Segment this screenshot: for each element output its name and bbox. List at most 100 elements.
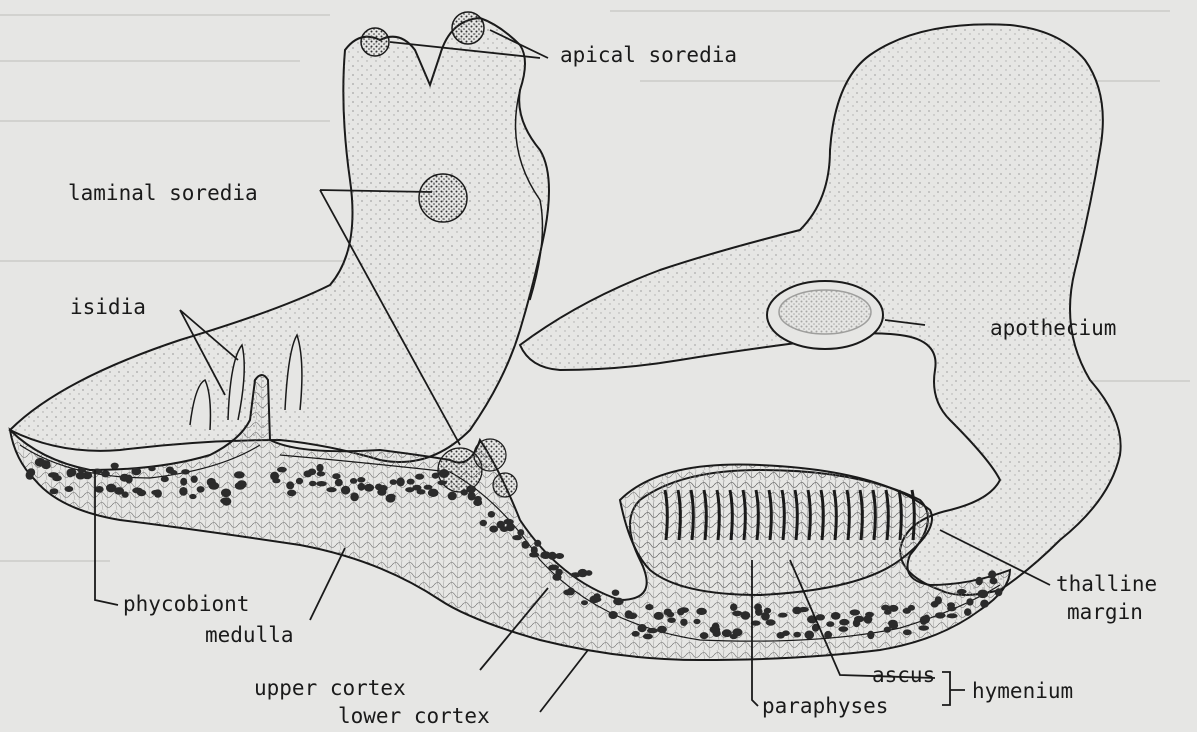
algal-cell [732,611,742,617]
algal-cell [221,489,231,498]
algal-cell [555,553,564,559]
algal-cell [234,471,245,478]
label-medulla: medulla [205,624,294,646]
label-ascus: ascus [872,664,935,686]
algal-cell [581,600,588,605]
label-lower-cortex: lower cortex [338,705,490,727]
algal-cell [805,631,815,640]
algal-cell [101,470,110,477]
algal-cell [488,511,495,518]
algal-cell [529,552,539,557]
algal-cell [358,483,366,491]
algal-cell [667,617,676,623]
algal-cell [474,496,482,502]
algal-cell [612,590,620,596]
algal-cell [364,484,374,492]
label-apical-soredia: apical soredia [560,44,737,66]
algal-cell [793,632,801,638]
algal-cell [976,577,983,586]
algal-cell [179,487,187,496]
algal-cell [778,613,787,618]
algal-cell [964,608,971,616]
algal-cell [35,458,46,467]
algal-cell [67,469,74,478]
algal-cell [838,626,848,632]
algal-cell [111,463,119,469]
algal-cell [908,605,915,611]
algal-cell [947,613,958,618]
algal-cell [657,626,667,633]
algal-cell [390,479,397,485]
algal-cell [170,470,178,475]
algal-cell [197,486,205,492]
algal-cell [489,526,498,533]
algal-cell [839,619,849,626]
algal-cell [317,471,326,476]
algal-cell [76,472,86,480]
algal-cell [316,464,323,472]
algal-cell [286,481,294,489]
algal-cell [534,540,541,547]
algal-cell [222,497,232,505]
algal-cell [304,470,313,477]
algal-cell [816,614,825,620]
algal-cell [867,631,874,639]
algal-cell [638,624,647,632]
algal-cell [181,469,190,474]
label-upper-cortex: upper cortex [254,677,406,699]
algal-cell [831,612,841,620]
algal-cell [432,473,439,479]
algal-cell [92,469,102,475]
algal-cell [387,494,396,499]
algal-cell [625,610,633,619]
algal-cell [189,494,196,499]
algal-cell [980,600,989,608]
algal-cell [732,628,742,636]
algal-cell [235,482,246,490]
algal-cell [461,489,468,495]
algal-cell [647,628,658,633]
algal-cell [741,611,751,620]
algal-cell [696,608,707,615]
algal-cell [903,629,912,635]
algal-cell [439,469,449,478]
algal-cell [935,612,946,618]
algal-cell [567,588,575,596]
algal-cell [854,616,864,623]
algal-cell [417,489,426,494]
algal-cell [309,481,316,487]
algal-cell [148,466,155,471]
algal-cell [923,615,930,624]
algal-cell [754,603,762,610]
algal-cell [341,486,350,495]
algal-cell [335,479,343,487]
algal-cell [326,487,336,492]
label-margin: margin [1067,601,1143,623]
apothecium-disc [779,290,871,334]
algal-cell [415,474,424,480]
algal-cell [995,588,1003,596]
algal-cell [700,632,709,639]
algal-cell [677,608,684,615]
algal-cell [191,476,198,483]
label-phycobiont: phycobiont [123,593,249,615]
algal-cell [824,631,832,639]
algal-cell [480,520,487,526]
algal-cell [645,604,653,610]
algal-cell [122,491,129,497]
algal-cell [151,490,161,496]
algal-cell [632,631,640,637]
algal-cell [764,608,771,614]
algal-cell [654,612,664,620]
algal-cell [918,625,929,630]
algal-cell [730,603,737,611]
algal-cell [350,478,357,484]
algal-cell [95,486,104,493]
algal-cell [332,473,340,479]
algal-cell [438,480,447,485]
algal-cell [448,492,457,501]
algal-cell [132,488,143,494]
algal-cell [664,609,672,616]
